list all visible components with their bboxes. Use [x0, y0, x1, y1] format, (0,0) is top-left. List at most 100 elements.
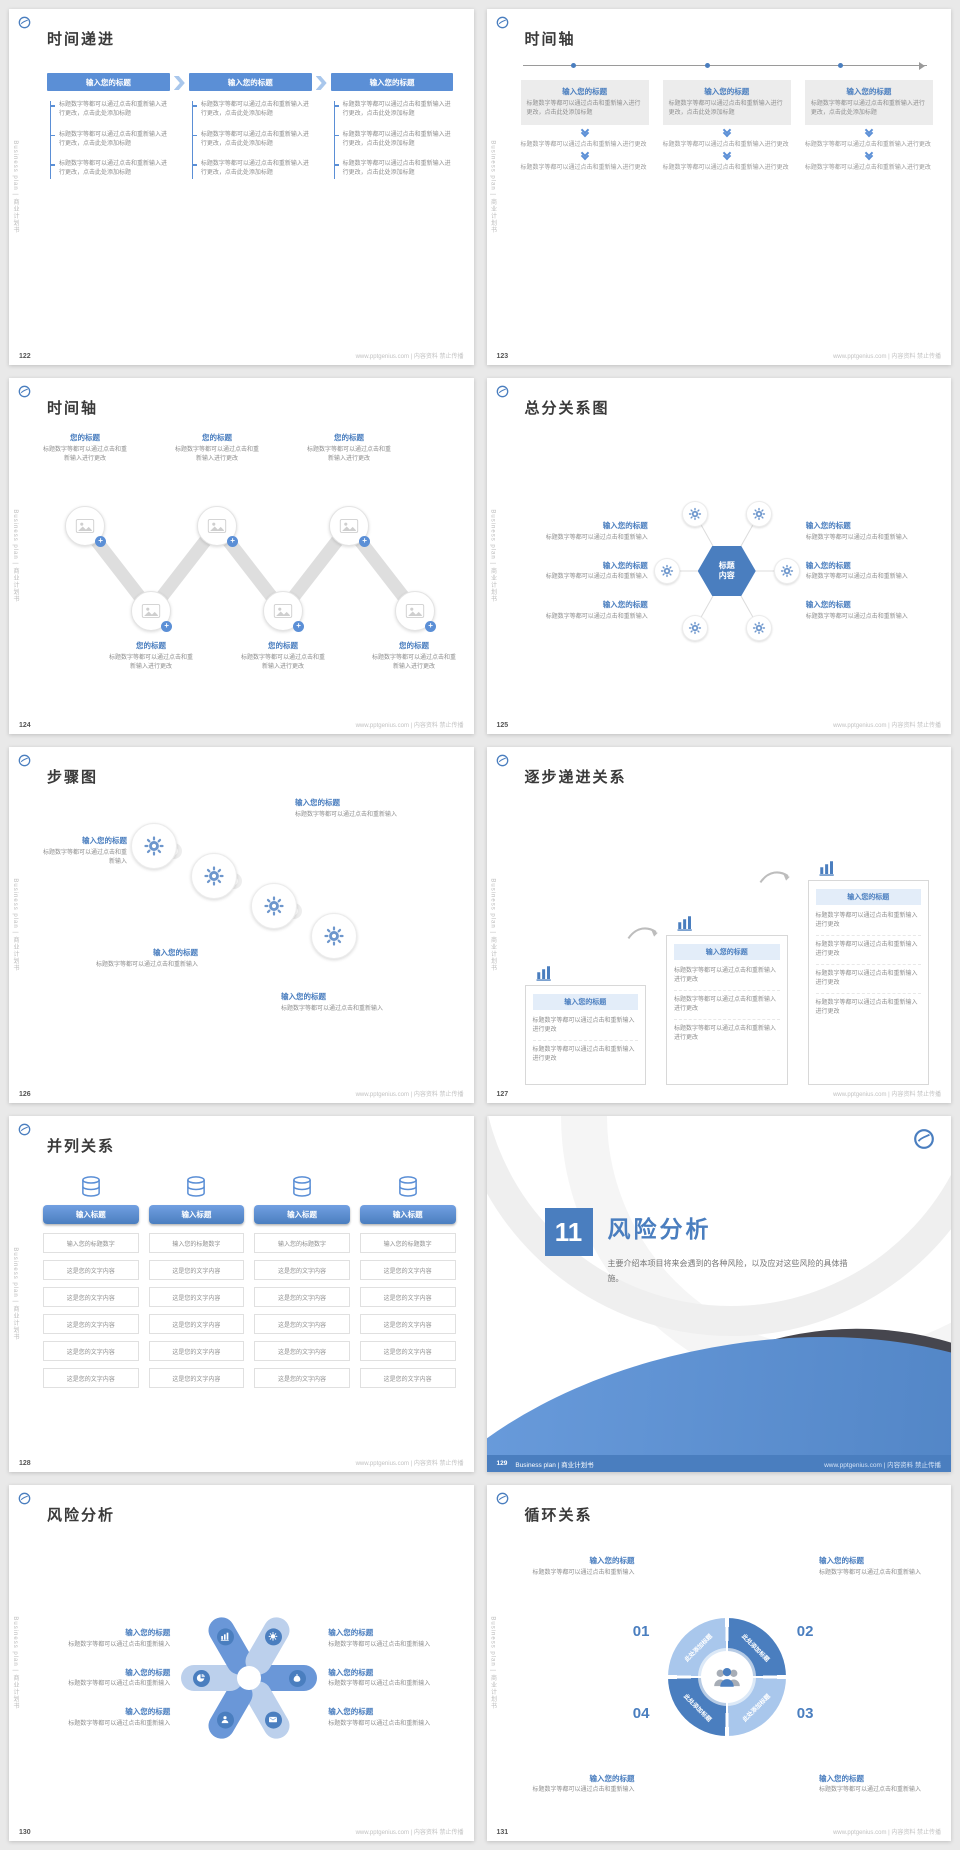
image-node: +: [329, 506, 370, 547]
pinwheel: [174, 1598, 324, 1758]
block-title: 输入您的标题: [82, 836, 127, 845]
gear-icon: [203, 865, 225, 887]
body-text: 标题数字等都可以通过点击和重新输入进行更改: [815, 970, 921, 994]
page-number: 125: [496, 722, 509, 729]
text-block: 输入您的标题 标题数字等都可以通过点击和重新输入: [295, 797, 445, 820]
block-title: 输入您的标题: [602, 600, 648, 610]
body-text: 标题数字等都可以通过点击和重新输入: [545, 574, 648, 581]
page-number: 122: [19, 353, 31, 360]
column-title-button: 输入标题: [359, 1205, 456, 1224]
timeline-axis: [522, 61, 927, 70]
slide-125: Business plan | 商业计划书 总分关系图 输入您的标题 标题数字等…: [486, 378, 951, 734]
diagram-column: 输入您的标题 标题数字等都可以通过点击和重新输入进行更改，点击此处添加标题 标题…: [47, 73, 170, 190]
body-text: 标题数字等都可以通过点击和重新输入: [68, 1641, 171, 1648]
table-row: 这是您的文字内容: [254, 1341, 350, 1361]
plus-badge-icon: +: [95, 536, 106, 547]
gear-icon: [687, 621, 702, 635]
logo-icon: [18, 16, 31, 29]
body-text: 标题数字等都可以通过点击和重新输入: [805, 613, 908, 620]
body-text: 标题数字等都可以通过点击和重新输入: [95, 961, 198, 968]
arrow-right-icon: [315, 76, 327, 90]
double-chevron-down-icon: [663, 148, 791, 160]
table-row: 这是您的文字内容: [43, 1314, 139, 1334]
body-text: 标题数字等都可以通过点击和重新输入进行更改: [674, 996, 780, 1020]
timeline-box: 输入您的标题 标题数字等都可以通过点击和重新输入进行更改，点击此处添加标题: [662, 80, 791, 125]
timeline-column: 输入您的标题 标题数字等都可以通过点击和重新输入进行更改，点击此处添加标题 标题…: [804, 80, 934, 176]
logo-icon: [496, 754, 508, 767]
plus-badge-icon: +: [359, 536, 370, 547]
body-text: 标题数字等都可以通过点击和重新输入进行更改，点击此处添加标题: [51, 101, 168, 120]
body-text: 标题数字等都可以通过点击和重新输入: [328, 1641, 431, 1648]
text-block: 输入您的标题 标题数字等都可以通过点击和重新输入: [806, 560, 933, 583]
block-title: 输入您的标题: [819, 1773, 864, 1783]
person-icon: [216, 1711, 234, 1729]
text-block: 输入您的标题 标题数字等都可以通过点击和重新输入: [517, 1773, 635, 1796]
block-title: 输入您的标题: [153, 948, 198, 957]
gear-icon: [659, 564, 674, 578]
gear-node: [773, 558, 800, 584]
table-row: 这是您的文字内容: [148, 1260, 245, 1280]
time-progression-diagram: 输入您的标题 标题数字等都可以通过点击和重新输入进行更改，点击此处添加标题 标题…: [43, 57, 456, 347]
text-block: 输入您的标题 标题数字等都可以通过点击和重新输入: [328, 1667, 455, 1690]
block-title: 输入您的标题: [846, 87, 892, 96]
sidebar-vertical-text: Business plan | 商业计划书: [12, 509, 18, 603]
text-block: 输入您的标题 标题数字等都可以通过点击和重新输入: [521, 599, 648, 622]
gear-node: [681, 615, 708, 641]
curved-arrow-icon: [626, 927, 659, 940]
zigzag-timeline-diagram: 您的标题 标题数字等都可以通过点击和重新输入进行更改 您的标题 标题数字等都可以…: [43, 426, 456, 716]
block-title: 输入您的标题: [295, 798, 340, 807]
node-text: 您的标题 标题数字等都可以通过点击和重新输入进行更改: [43, 432, 127, 464]
gear-icon: [751, 621, 766, 635]
pinwheel-center: [237, 1666, 262, 1690]
block-title: 输入您的标题: [602, 521, 648, 531]
body-text: 标题数字等都可以通过点击和重新输入进行更改，点击此处添加标题: [810, 100, 925, 116]
body-text: 标题数字等都可以通过点击和重新输入进行更改: [520, 141, 647, 148]
center-label: 标题内容: [718, 561, 735, 580]
slide-122: Business plan | 商业计划书 时间递进 输入您的标题 标题数字等都…: [9, 9, 474, 365]
sidebar-vertical-text: Business plan | 商业计划书: [12, 1247, 18, 1341]
block-title: 输入您的标题: [805, 521, 851, 531]
gear-node: [251, 883, 297, 929]
section-description: 主要介绍本项目将来会遇到的各种风险，以及应对这些风险的具体措施。: [607, 1259, 848, 1284]
table-row: 这是您的文字内容: [148, 1314, 245, 1334]
step-box: 输入您的标题 标题数字等都可以通过点击和重新输入进行更改 标题数字等都可以通过点…: [807, 880, 929, 1085]
body-text: 标题数字等都可以通过点击和重新输入进行更改，点击此处添加标题: [51, 131, 168, 150]
body-text: 标题数字等都可以通过点击和重新输入进行更改: [674, 1026, 777, 1041]
table-row: 这是您的文字内容: [148, 1341, 245, 1361]
slide-footer: www.pptgenius.com | 内容资料 禁止传播: [355, 723, 464, 729]
hub-spoke-diagram: 输入您的标题 标题数字等都可以通过点击和重新输入 输入您的标题 标题数字等都可以…: [521, 426, 934, 716]
body-text: 标题数字等都可以通过点击和重新输入: [68, 1720, 171, 1727]
column-items: 标题数字等都可以通过点击和重新输入进行更改，点击此处添加标题 标题数字等都可以通…: [191, 101, 310, 179]
body-text: 标题数字等都可以通过点击和重新输入进行更改，点击此处添加标题: [192, 101, 310, 120]
column-items: 标题数字等都可以通过点击和重新输入进行更改，点击此处添加标题 标题数字等都可以通…: [50, 101, 168, 179]
timeline-column: 输入您的标题 标题数字等都可以通过点击和重新输入进行更改，点击此处添加标题 标题…: [662, 80, 791, 176]
block-title: 输入您的标题: [704, 87, 750, 96]
slide-title: 时间轴: [47, 400, 99, 417]
gear-icon: [751, 507, 766, 521]
slide-title: 循环关系: [524, 1507, 593, 1524]
logo-icon: [18, 385, 31, 398]
mail-icon: [264, 1711, 282, 1729]
zigzag-path: [78, 519, 422, 618]
body-text: 标题数字等都可以通过点击和重新输入: [532, 1787, 635, 1793]
right-blocks: 输入您的标题 标题数字等都可以通过点击和重新输入 输入您的标题 标题数字等都可以…: [806, 520, 933, 622]
sidebar-vertical-text: Business plan | 商业计划书: [12, 140, 18, 234]
body-text: 标题数字等都可以通过点击和重新输入: [819, 1569, 922, 1576]
slide-title: 时间轴: [524, 31, 576, 48]
image-placeholder-icon: [405, 604, 425, 618]
cycle-center: [700, 1651, 753, 1703]
body-text: 标题数字等都可以通过点击和重新输入进行更改，点击此处添加标题: [334, 101, 452, 120]
left-blocks: 输入您的标题 标题数字等都可以通过点击和重新输入 输入您的标题 标题数字等都可以…: [521, 520, 648, 622]
body-text: 标题数字等都可以通过点击和重新输入: [545, 613, 648, 620]
body-text: 标题数字等都可以通过点击和重新输入: [819, 1787, 922, 1793]
logo-icon: [496, 16, 508, 29]
text-block: 输入您的标题 标题数字等都可以通过点击和重新输入: [281, 991, 441, 1014]
coins-icon: [81, 1176, 100, 1197]
body-text: 标题数字等都可以通过点击和重新输入进行更改: [674, 967, 780, 991]
body-text: 标题数字等都可以通过点击和重新输入进行更改: [241, 654, 326, 670]
bottom-bar-text: Business plan | 商业计划书: [515, 1461, 594, 1469]
parallel-columns-diagram: 输入标题 输入您的标题数字 这是您的文字内容 这是您的文字内容 这是您的文字内容…: [43, 1164, 456, 1454]
table-row: 这是您的文字内容: [359, 1368, 456, 1388]
body-text: 标题数字等都可以通过点击和重新输入进行更改: [815, 912, 921, 936]
